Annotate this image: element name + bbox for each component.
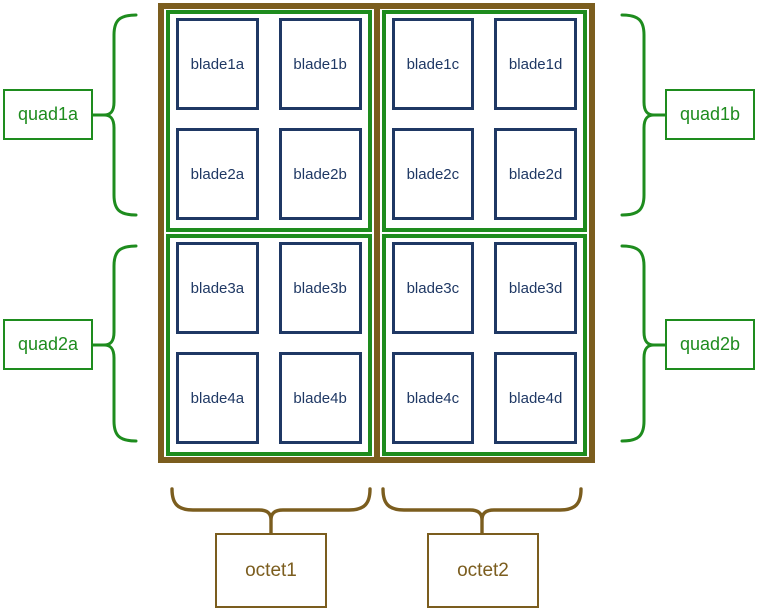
quad2a-brace bbox=[91, 244, 138, 443]
octet1-label: octet1 bbox=[215, 533, 327, 608]
octet1-region: blade1a blade1b blade2a blade2b blade3a … bbox=[164, 9, 374, 457]
blade-box-2b: blade2b bbox=[278, 128, 362, 220]
blade-box-1b: blade1b bbox=[278, 18, 362, 110]
quad1b-region: blade1c blade1d blade2c blade2d bbox=[381, 10, 587, 232]
blade-box-3a: blade3a bbox=[176, 242, 259, 334]
blade-box-2d: blade2d bbox=[494, 128, 577, 220]
blade-box-1a: blade1a bbox=[176, 18, 259, 110]
quad2b-brace bbox=[620, 244, 667, 443]
quad1a-region: blade1a blade1b blade2a blade2b bbox=[166, 10, 372, 232]
blade-grid: blade1a blade1b blade2a blade2b blade3a … bbox=[158, 3, 595, 463]
quad1a-label: quad1a bbox=[3, 89, 93, 140]
octet2-brace bbox=[381, 487, 583, 535]
quad2b-region: blade3c blade3d blade4c blade4d bbox=[381, 234, 587, 456]
quad2a-label: quad2a bbox=[3, 319, 93, 370]
blade-box-2c: blade2c bbox=[391, 128, 475, 220]
blade-box-3c: blade3c bbox=[391, 242, 475, 334]
blade-box-3b: blade3b bbox=[278, 242, 362, 334]
blade-box-4c: blade4c bbox=[391, 352, 475, 444]
blade-box-1d: blade1d bbox=[494, 18, 577, 110]
octet1-brace bbox=[170, 487, 372, 535]
blade-box-3d: blade3d bbox=[494, 242, 577, 334]
octet-divider bbox=[373, 9, 380, 457]
quad1b-label: quad1b bbox=[665, 89, 755, 140]
blade-box-4a: blade4a bbox=[176, 352, 259, 444]
blade-box-1c: blade1c bbox=[391, 18, 475, 110]
quad2b-label: quad2b bbox=[665, 319, 755, 370]
octet2-region: blade1c blade1d blade2c blade2d blade3c … bbox=[380, 9, 590, 457]
quad1b-brace bbox=[620, 13, 667, 217]
blade-box-4b: blade4b bbox=[278, 352, 362, 444]
blade-box-4d: blade4d bbox=[494, 352, 577, 444]
octet2-label: octet2 bbox=[427, 533, 539, 608]
quad1a-brace bbox=[91, 13, 138, 217]
quad2a-region: blade3a blade3b blade4a blade4b bbox=[166, 234, 372, 456]
blade-box-2a: blade2a bbox=[176, 128, 259, 220]
